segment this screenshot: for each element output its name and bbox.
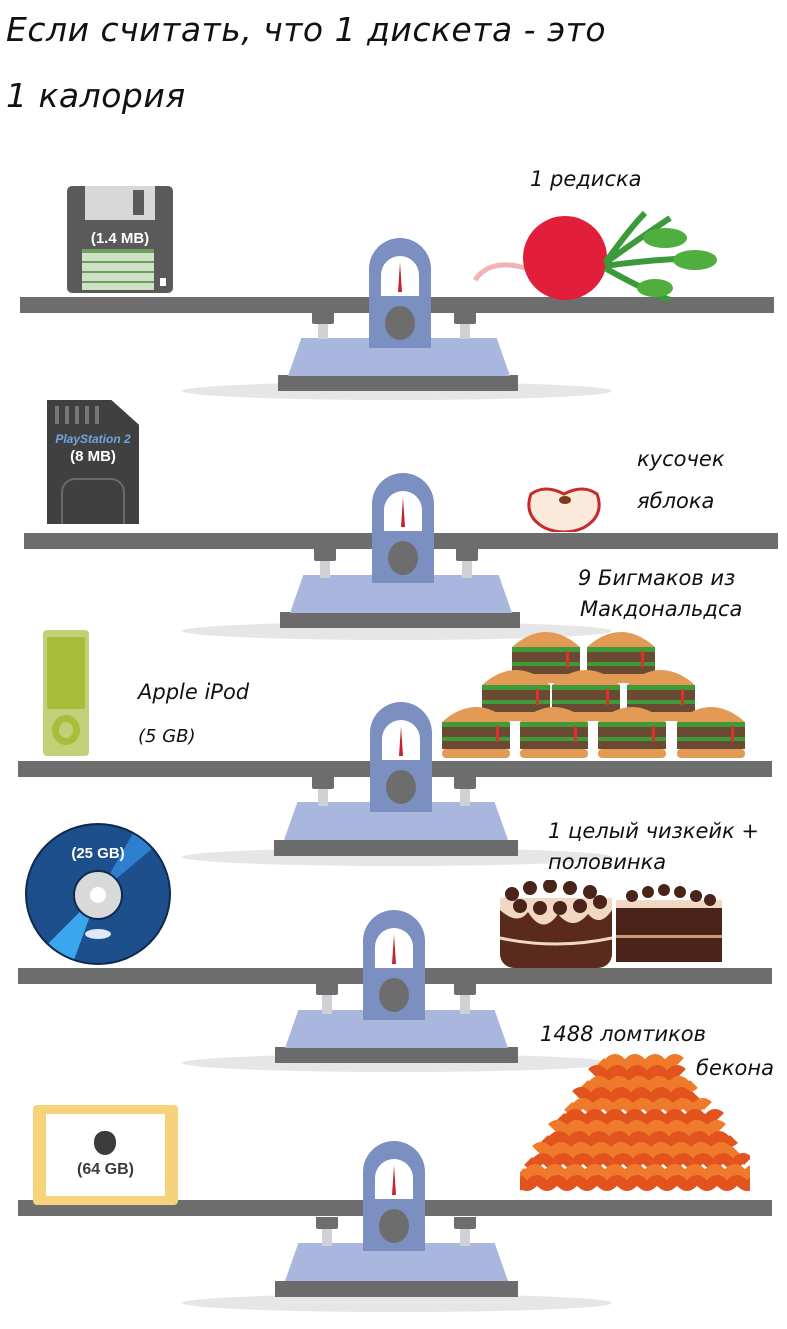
- scale-post: [460, 988, 470, 1014]
- bacon-strip: [516, 1164, 764, 1180]
- dial-window: [384, 491, 422, 531]
- scale-post-cap: [314, 549, 336, 561]
- scale-knob: [379, 978, 409, 1012]
- comparison-row-ipod: Apple iPod (5 GB) 9 Бигмаков из Макдонал…: [0, 566, 787, 870]
- bacon-strip: [524, 1153, 752, 1169]
- scale-dial: [363, 910, 425, 1020]
- needle-icon: [398, 262, 402, 292]
- scale-post-cap: [454, 777, 476, 789]
- title-line-2: 1 калория: [6, 76, 186, 115]
- dial-window: [381, 256, 419, 296]
- scale-post-cap: [312, 312, 334, 324]
- scale-shadow: [182, 1294, 612, 1312]
- bluray-disc-icon: (25 GB): [25, 823, 171, 965]
- needle-icon: [392, 934, 396, 964]
- scale-knob: [385, 306, 415, 340]
- floppy-capacity: (1.4 MB): [90, 230, 150, 247]
- food-label: 1488 ломтиков: [540, 1022, 707, 1046]
- bacon-strip: [540, 1131, 738, 1147]
- scale-post: [318, 313, 328, 339]
- scale-knob: [388, 541, 418, 575]
- needle-icon: [401, 497, 405, 527]
- scale-post: [322, 988, 332, 1014]
- scale-post: [462, 552, 472, 578]
- scale-post-cap: [316, 1217, 338, 1229]
- bacon-pile-icon: [508, 1052, 766, 1200]
- scale-post: [320, 552, 330, 578]
- cheesecake-icon: [498, 879, 728, 972]
- floppy-disk-icon: (1.4 MB): [67, 186, 173, 293]
- scale-post-cap: [454, 312, 476, 324]
- memory-card-icon: PlayStation 2 (8 MB): [47, 400, 139, 524]
- needle-icon: [399, 726, 403, 756]
- food-label: 1 целый чизкейк +: [548, 819, 760, 843]
- bluray-capacity: (25 GB): [71, 845, 125, 862]
- title-line-1: Если считать, что 1 дискета - это: [6, 10, 607, 49]
- scale-post-cap: [454, 1217, 476, 1229]
- comparison-row-ipad: (64 GB) 1488 ломтиков бекона: [0, 1022, 787, 1312]
- bacon-strip: [572, 1087, 700, 1103]
- scale-baseplate: [274, 840, 518, 856]
- scale-baseplate: [278, 375, 518, 391]
- scale-knob: [386, 770, 416, 804]
- scale-post-cap: [454, 983, 476, 995]
- ipod-icon: [43, 630, 89, 756]
- bacon-strip: [596, 1054, 684, 1070]
- comparison-row-floppy: (1.4 MB) 1 редиска: [0, 160, 787, 400]
- scale-dial: [363, 1141, 425, 1251]
- needle-icon: [392, 1165, 396, 1195]
- bacon-strip: [548, 1120, 726, 1136]
- apple-logo-icon: [94, 1131, 116, 1155]
- scale-post-cap: [456, 549, 478, 561]
- comparison-row-bluray: (25 GB) 1 целый чизкейк + половинка: [0, 819, 787, 1090]
- device-name: Apple iPod: [138, 680, 250, 704]
- radish-icon: [470, 208, 730, 303]
- scale-knob: [379, 1209, 409, 1243]
- memory-card-capacity: (8 MB): [70, 448, 116, 465]
- device-capacity: (5 GB): [138, 726, 196, 747]
- food-label: половинка: [548, 850, 667, 874]
- apple-slice-icon: [525, 486, 603, 534]
- bacon-strip: [588, 1065, 686, 1081]
- bacon-strip: [580, 1076, 698, 1092]
- ipad-icon: (64 GB): [33, 1105, 178, 1205]
- food-label: бекона: [696, 1056, 775, 1080]
- burger-icon: [677, 707, 745, 758]
- food-label: 1 редиска: [530, 167, 642, 191]
- scale-baseplate: [280, 612, 520, 628]
- burgers-icon: [440, 625, 750, 760]
- bacon-strip: [508, 1175, 766, 1191]
- scale-post: [322, 1220, 332, 1246]
- burger-icon: [520, 707, 588, 758]
- bluray-logo-icon: [85, 929, 111, 939]
- burger-icon: [442, 707, 510, 758]
- scale-post-cap: [312, 777, 334, 789]
- scale-post: [460, 780, 470, 806]
- scale-post: [460, 313, 470, 339]
- burger-icon: [627, 670, 695, 721]
- food-label: кусочек: [637, 447, 725, 471]
- food-label: 9 Бигмаков из: [578, 566, 736, 590]
- food-label: Макдональдса: [580, 597, 743, 621]
- scale-post: [318, 780, 328, 806]
- scale-post: [460, 1220, 470, 1246]
- dial-window: [375, 928, 413, 968]
- memory-card-brand: PlayStation 2: [55, 432, 131, 446]
- dial-window: [382, 720, 420, 760]
- bacon-strip: [564, 1098, 712, 1114]
- scale-post-cap: [316, 983, 338, 995]
- comparison-row-memory-card: PlayStation 2 (8 MB) кусочек яблока: [0, 397, 787, 640]
- scale-dial: [372, 473, 434, 583]
- food-label: яблока: [637, 489, 715, 513]
- scale-dial: [369, 238, 431, 348]
- scale-baseplate: [275, 1281, 518, 1297]
- scale-baseplate: [275, 1047, 518, 1063]
- bacon-strip: [556, 1109, 724, 1125]
- ipad-capacity: (64 GB): [77, 1161, 134, 1178]
- bacon-strip: [532, 1142, 740, 1158]
- scale-dial: [370, 702, 432, 812]
- burger-icon: [598, 707, 666, 758]
- dial-window: [375, 1159, 413, 1199]
